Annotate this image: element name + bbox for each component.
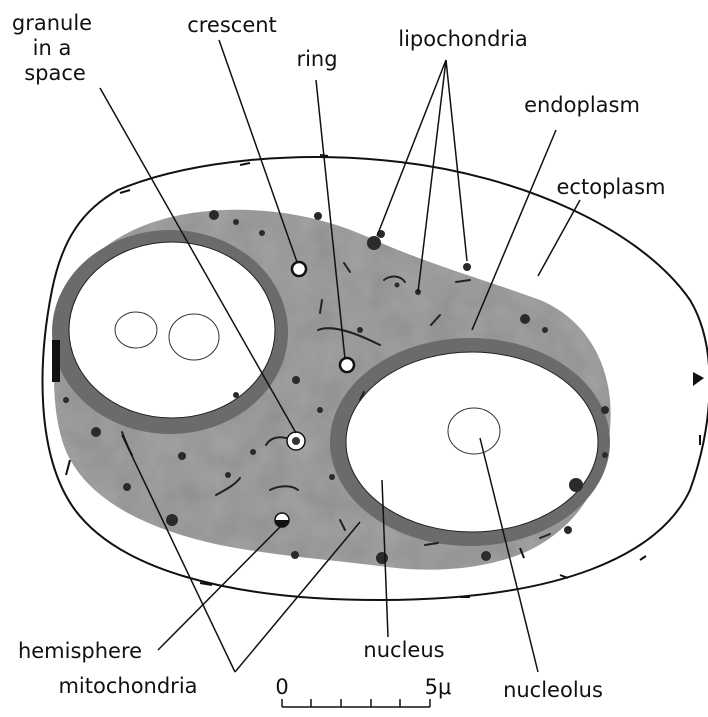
label-endoplasm: endoplasm [524,93,640,117]
label-granule-line1: granule [12,11,92,35]
label-ring: ring [296,47,337,71]
label-nucleolus: nucleolus [503,678,603,702]
ring-granule [340,358,354,372]
crescent-granule [292,262,306,276]
label-mitochondria: mitochondria [58,674,197,698]
left-edge-notch [52,340,60,382]
label-granule-line3: space [24,61,86,85]
scale-bar: 0 5μ [275,675,451,707]
scale-bar-end-label: 5μ [425,675,452,699]
label-lipochondria: lipochondria [398,27,528,51]
label-crescent: crescent [187,13,277,37]
scale-bar-start-label: 0 [275,675,288,699]
label-granule-line2: in a [33,36,72,60]
right-nucleus [346,352,598,532]
label-hemisphere: hemisphere [18,639,142,663]
granule-in-space-core [292,437,300,445]
scale-bar-ticks [282,699,430,707]
left-nucleus [69,242,275,418]
label-nucleus: nucleus [363,638,444,662]
label-ectoplasm: ectoplasm [557,175,666,199]
